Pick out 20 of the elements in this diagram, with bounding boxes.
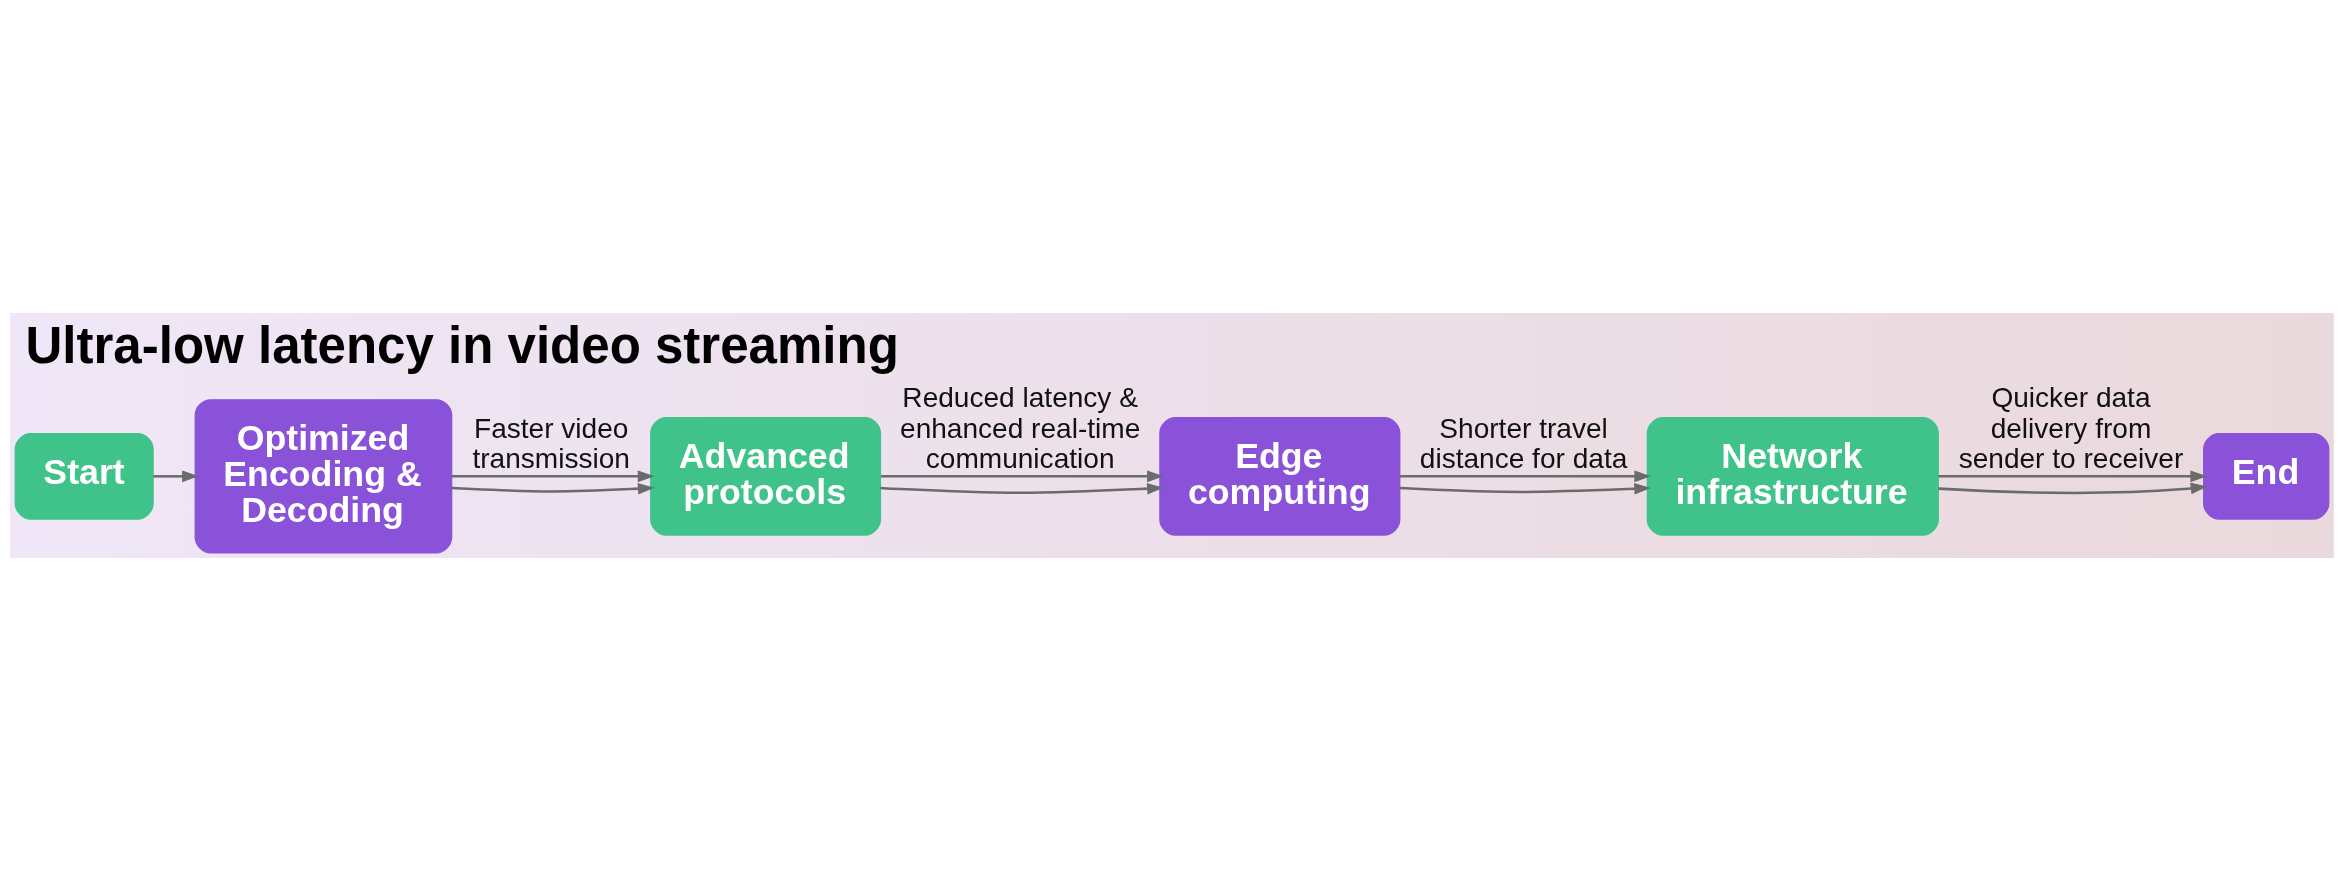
edge-label: Faster video transmission: [472, 412, 630, 475]
edge-label: Quicker data delivery from sender to receiver: [1958, 381, 2184, 475]
node-box: Advanced protocols: [650, 417, 882, 536]
arrow: [1938, 482, 2208, 495]
node-box: Network infrastructure: [1646, 417, 1939, 536]
node-box: Start: [14, 432, 154, 520]
arrow: [880, 482, 1164, 495]
edge-label: Shorter travel distance for data: [1419, 412, 1628, 475]
node-box: End: [2203, 432, 2330, 520]
arrow: [153, 470, 199, 483]
arrow: [1938, 470, 2207, 483]
arrow: [451, 482, 655, 495]
node-box: Optimized Encoding & Decoding: [194, 399, 453, 554]
arrow: [1399, 483, 1651, 495]
edge-label: Reduced latency & enhanced real-time communication: [900, 381, 1141, 475]
diagram-title: Ultra-low latency in video streaming: [25, 316, 899, 374]
node-box: Edge computing: [1159, 417, 1401, 536]
arrow: [451, 470, 655, 483]
arrow: [1399, 470, 1651, 483]
arrow: [881, 470, 1164, 483]
